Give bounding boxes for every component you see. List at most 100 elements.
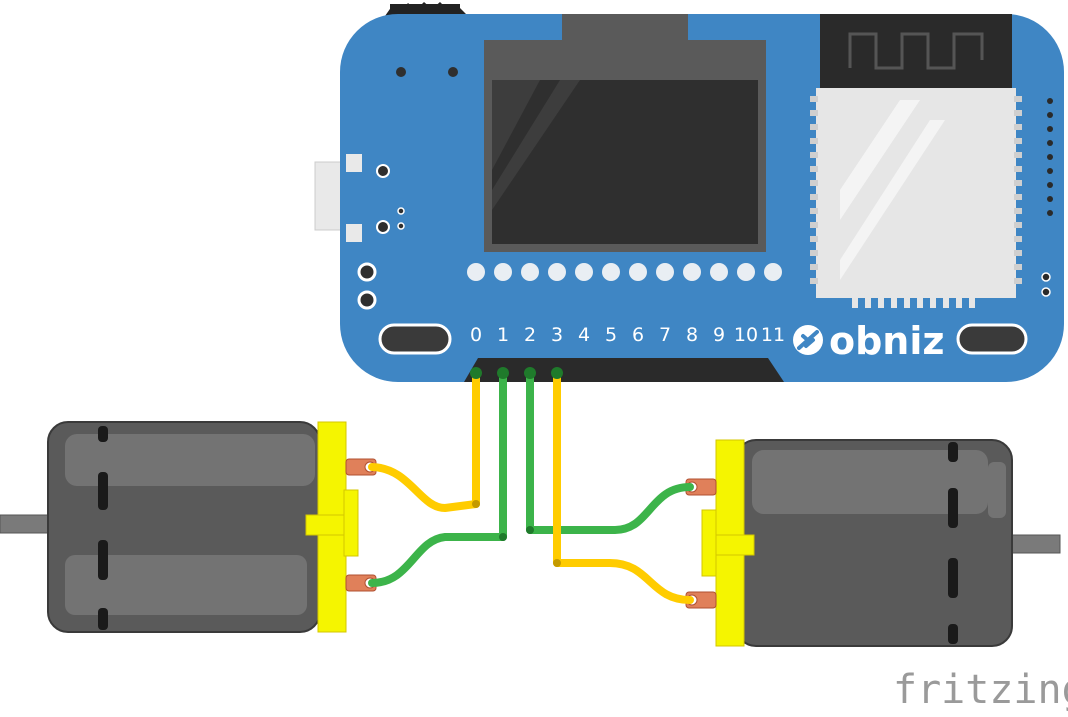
module-pad [969,298,975,308]
oled-screen [492,80,758,244]
slot-hole-right [956,323,1028,355]
edge-dot [1041,287,1051,297]
module-pad [1014,180,1022,186]
slot-hole-left [378,323,452,355]
pin-dot-2 [521,263,539,281]
module-pad [810,208,818,214]
module-pad [1014,138,1022,144]
pin-dot-0 [467,263,485,281]
pin-dot-7 [656,263,674,281]
module-pad [810,194,818,200]
module-pad [810,264,818,270]
module-pad [1014,166,1022,172]
wire-pin0-yellow [368,368,480,512]
obniz-logo: obniz [793,319,945,363]
pin-dot-4 [575,263,593,281]
module-pad [1014,208,1022,214]
edge-dot [1047,154,1053,160]
module-pad [878,298,884,308]
edge-dot [1047,98,1053,104]
wire-end-pin2 [524,367,536,379]
pin-dot-6 [629,263,647,281]
pin-label-7: 7 [659,324,671,346]
module-pad [810,166,818,172]
pin-dot-5 [602,263,620,281]
edge-dot [1047,112,1053,118]
pin-label-10: 10 [734,324,758,346]
module-pad [810,278,818,284]
pin-label-9: 9 [713,324,725,346]
module-pad [810,96,818,102]
module-pad [810,250,818,256]
edge-dot [1047,168,1053,174]
wire-end-pin3 [551,367,563,379]
module-pad [1014,222,1022,228]
edge-dot [1047,140,1053,146]
module-pad [810,236,818,242]
module-pins [810,96,1053,308]
pin-dot-11 [764,263,782,281]
module-pad [1014,236,1022,242]
pin-label-0: 0 [470,324,482,346]
wire-pin3-yellow [553,368,694,604]
pin-label-4: 4 [578,324,590,346]
pin-label-2: 2 [524,324,536,346]
led-light [346,154,362,172]
wire-end-pin1 [497,367,509,379]
module-pad [930,298,936,308]
module-pad [1014,278,1022,284]
pin-dot-8 [683,263,701,281]
module-pad [1014,96,1022,102]
pin-dots [467,263,782,281]
module-pad [1014,152,1022,158]
pin-label-3: 3 [551,324,563,346]
screen-glare [492,80,540,170]
module-pad [956,298,962,308]
module-pad [1014,264,1022,270]
module-pad [1014,124,1022,130]
pin-label-6: 6 [632,324,644,346]
wire-pin1-green [368,368,507,587]
bottom-connector [464,358,784,382]
switch-button [357,262,377,282]
module-pad [810,110,818,116]
edge-dot [1047,126,1053,132]
module-pad [1014,250,1022,256]
module-pad [1014,194,1022,200]
fritzing-watermark: fritzing [893,667,1068,713]
pin-label-8: 8 [686,324,698,346]
module-pad [904,298,910,308]
wires [368,367,694,604]
display-bezel-tab [562,14,688,40]
pin-label-5: 5 [605,324,617,346]
pin-dot-3 [548,263,566,281]
edge-dot [1047,210,1053,216]
module-pad [943,298,949,308]
edge-dot [1041,272,1051,282]
dc-motor-left [0,421,377,633]
mount-hole [396,67,406,77]
module-pad [891,298,897,308]
wire-end-pin0 [470,367,482,379]
pin-dot-1 [494,263,512,281]
module-pad [852,298,858,308]
module-pad [810,152,818,158]
module-pad [917,298,923,308]
pin-label-11: 11 [761,324,785,346]
module-pad [810,180,818,186]
dc-motor-right [685,439,1061,647]
antenna-trace [848,32,984,70]
module-pad [865,298,871,308]
wire-pin2-green [526,368,694,534]
brand-name: obniz [829,319,945,363]
module-pad [810,138,818,144]
pin-dot-9 [710,263,728,281]
module-pad [810,222,818,228]
pin-dot-10 [737,263,755,281]
motor-shaft [0,514,53,534]
edge-dot [1047,196,1053,202]
module-pad [810,124,818,130]
